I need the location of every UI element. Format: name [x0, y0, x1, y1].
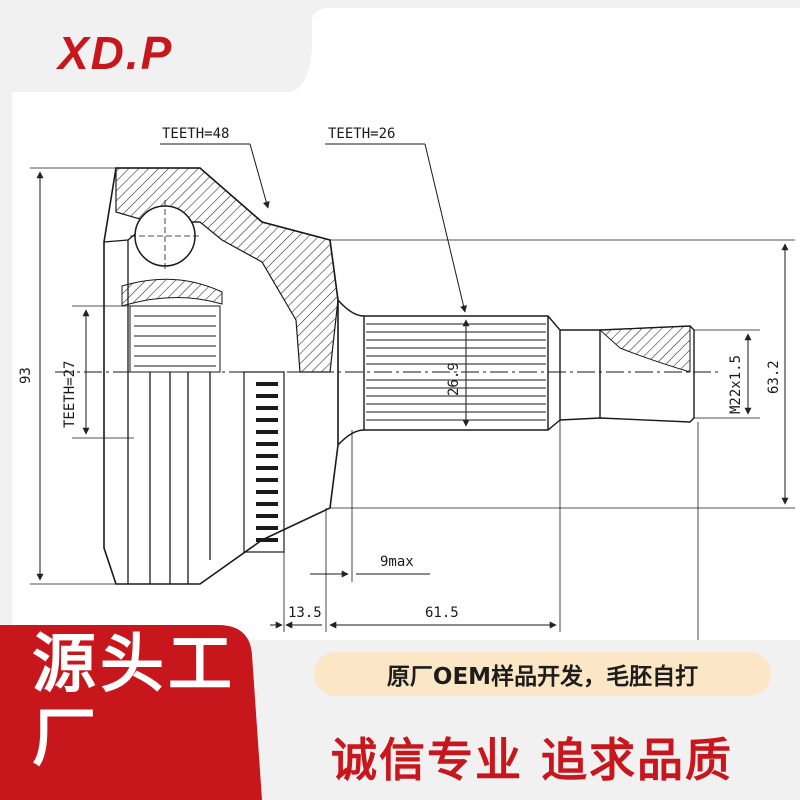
- label-overall-diameter: 93: [18, 367, 34, 384]
- label-shaft-length: 61.5: [425, 605, 459, 621]
- banner-pill: 原厂OEM样品开发，毛胚自打: [314, 652, 771, 696]
- label-teeth-inner: TEETH=27: [62, 361, 78, 428]
- label-boss-diameter: 63.2: [766, 360, 782, 394]
- label-teeth-shaft: TEETH=26: [328, 126, 395, 142]
- label-teeth-outer: TEETH=48: [162, 126, 229, 142]
- label-spline-diameter: 26.9: [446, 362, 462, 396]
- label-thread: M22x1.5: [728, 355, 744, 414]
- banner-red-shape: [0, 625, 262, 800]
- banner-left-text: 源头工厂: [32, 628, 236, 776]
- banner-slogan: 诚信专业 追求品质: [330, 733, 733, 787]
- brand-logo: XD.P: [58, 27, 174, 79]
- label-offset: 13.5: [288, 605, 322, 621]
- label-max-gap: 9max: [380, 554, 414, 570]
